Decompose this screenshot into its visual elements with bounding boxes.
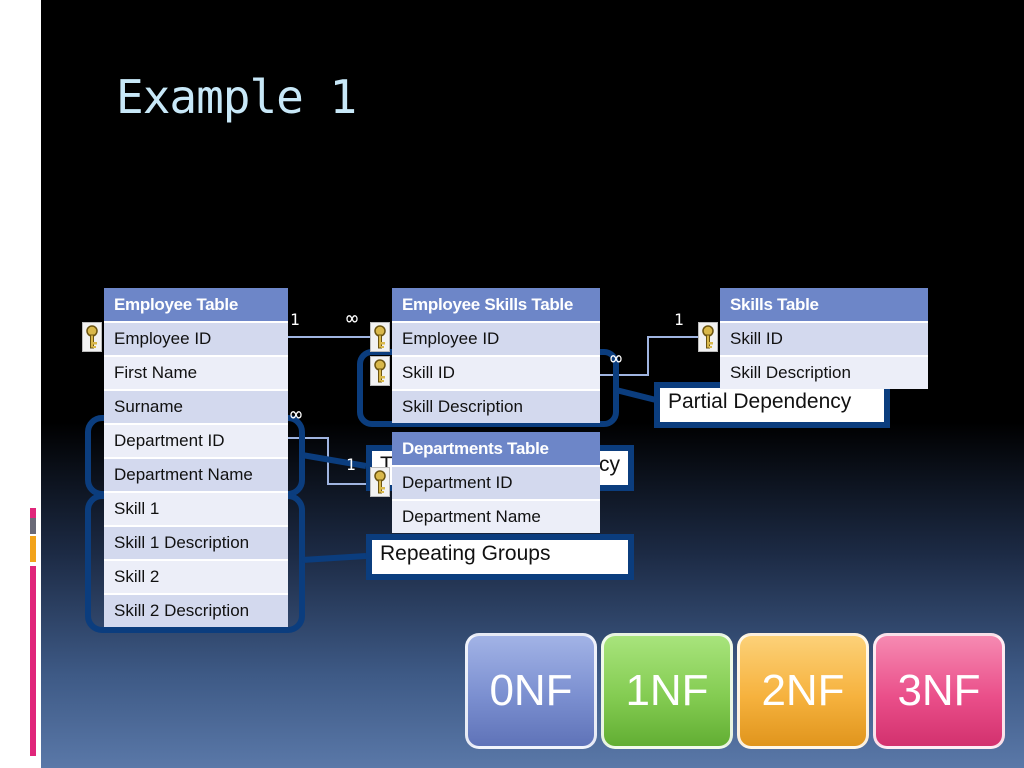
1nf-label: 1NF [625,666,709,715]
employee-skills-table-header: Employee Skills Table [392,288,600,323]
2nf-label: 2NF [761,666,845,715]
3nf-card: 3NF [873,633,1005,749]
2nf-card: 2NF [737,633,869,749]
key-icon [370,322,390,352]
key-icon [370,356,390,386]
table-row: Skill ID [720,321,928,356]
key-icon [370,467,390,497]
1nf-card: 1NF [601,633,733,749]
employee-table-header: Employee Table [104,288,288,323]
key-icon [82,322,102,352]
accent-bar-pink [30,508,36,518]
callout-partial-dependency: Partial Dependency [654,382,890,428]
table-row: Department ID [104,423,288,458]
accent-bar-gray [30,518,36,534]
table-row: Skill 2 [104,559,288,594]
0nf-card: 0NF [465,633,597,749]
relationship-many-marker: ∞ [346,306,359,330]
slide-title: Example 1 [116,70,357,124]
table-row: Skill 1 Description [104,525,288,560]
skills-table-header: Skills Table [720,288,928,323]
callout-transitive-end: cy [599,453,620,476]
callout-partial-label: Partial Dependency [668,390,852,413]
key-icon [698,322,718,352]
table-row: Employee ID [392,321,600,356]
table-row: Skill 1 [104,491,288,526]
relationship-one-marker: 1 [346,455,356,474]
accent-bar-orange [30,536,36,562]
table-row: Employee ID [104,321,288,356]
skills-table: Skills Table Skill ID Skill Description [720,288,928,389]
relationship-one-marker: 1 [674,310,684,329]
callout-repeating-label: Repeating Groups [380,542,551,565]
departments-table: Departments Table Department ID Departme… [392,432,600,533]
employee-skills-table: Employee Skills Table Employee ID Skill … [392,288,600,423]
relationship-many-marker: ∞ [290,402,303,426]
3nf-label: 3NF [897,666,981,715]
relationship-one-marker: 1 [290,310,300,329]
table-row: Skill Description [392,389,600,423]
table-row: Skill Description [720,355,928,389]
table-row: Skill 2 Description [104,593,288,627]
departments-table-header: Departments Table [392,432,600,467]
0nf-label: 0NF [489,666,573,715]
table-row: First Name [104,355,288,390]
relationship-many-marker: ∞ [610,346,623,370]
callout-repeating-groups: Repeating Groups [366,534,634,580]
table-row: Surname [104,389,288,424]
table-row: Department Name [104,457,288,492]
accent-bar-magenta [30,566,36,756]
table-row: Department Name [392,499,600,533]
table-row: Skill ID [392,355,600,390]
table-row: Department ID [392,465,600,500]
employee-table: Employee Table Employee ID First Name Su… [104,288,288,627]
